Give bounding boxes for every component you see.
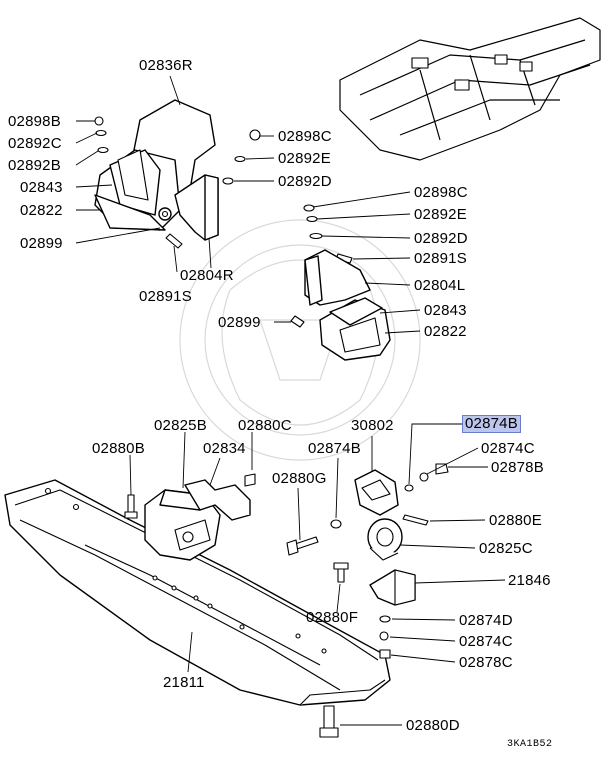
mount-insulator-30802 — [354, 463, 449, 526]
label-02874B-mid[interactable]: 02874B — [308, 440, 361, 457]
label-02880F[interactable]: 02880F — [306, 609, 359, 626]
label-02891S-right[interactable]: 02891S — [414, 250, 467, 267]
engine-bracket-right-assembly — [94, 99, 261, 249]
label-02874B-highlighted[interactable]: 02874B — [462, 415, 521, 433]
label-02834[interactable]: 02834 — [203, 440, 246, 457]
lower-hardware — [124, 494, 349, 738]
crossmember-21811 — [4, 479, 391, 706]
drawing-code: 3KA1B52 — [507, 739, 553, 750]
label-02874C-right1[interactable]: 02874C — [481, 440, 535, 457]
label-02899-left[interactable]: 02899 — [20, 235, 63, 252]
label-02898C-top[interactable]: 02898C — [278, 128, 332, 145]
label-02892E-right[interactable]: 02892E — [414, 206, 467, 223]
label-02822-right[interactable]: 02822 — [424, 323, 467, 340]
leader-lines — [75, 75, 506, 726]
label-02804R[interactable]: 02804R — [180, 267, 234, 284]
label-02892B[interactable]: 02892B — [8, 157, 61, 174]
label-02843-left[interactable]: 02843 — [20, 179, 63, 196]
label-02892D-right[interactable]: 02892D — [414, 230, 468, 247]
label-02880E[interactable]: 02880E — [489, 512, 542, 529]
label-02843-right[interactable]: 02843 — [424, 302, 467, 319]
label-02892D-top[interactable]: 02892D — [278, 173, 332, 190]
label-02836R[interactable]: 02836R — [139, 57, 193, 74]
chassis-frame-thumbnail — [339, 17, 601, 161]
engine-bracket-left-assembly — [290, 204, 391, 361]
label-02880B[interactable]: 02880B — [92, 440, 145, 457]
label-02825C[interactable]: 02825C — [479, 540, 533, 557]
label-02825B[interactable]: 02825B — [154, 417, 207, 434]
label-02880D[interactable]: 02880D — [406, 717, 460, 734]
label-02892C-top[interactable]: 02892C — [8, 135, 62, 152]
label-02822-left[interactable]: 02822 — [20, 202, 63, 219]
label-02878B[interactable]: 02878B — [491, 459, 544, 476]
label-02880G[interactable]: 02880G — [272, 470, 327, 487]
label-02898C-right[interactable]: 02898C — [414, 184, 468, 201]
label-02804L[interactable]: 02804L — [414, 277, 466, 294]
label-02880C[interactable]: 02880C — [238, 417, 292, 434]
label-02874D[interactable]: 02874D — [459, 612, 513, 629]
watermark-emblem — [179, 219, 421, 461]
label-02898B[interactable]: 02898B — [8, 113, 61, 130]
label-21811[interactable]: 21811 — [163, 674, 205, 691]
label-02874C-right2[interactable]: 02874C — [459, 633, 513, 650]
label-02878C[interactable]: 02878C — [459, 654, 513, 671]
bracket-21846 — [369, 569, 416, 659]
mount-rubber-02825C — [367, 518, 403, 561]
label-30802[interactable]: 30802 — [351, 417, 394, 434]
label-21846[interactable]: 21846 — [508, 572, 551, 589]
label-02892E-top[interactable]: 02892E — [278, 150, 331, 167]
label-02891S-left[interactable]: 02891S — [139, 288, 192, 305]
label-02899-mid[interactable]: 02899 — [218, 314, 261, 331]
